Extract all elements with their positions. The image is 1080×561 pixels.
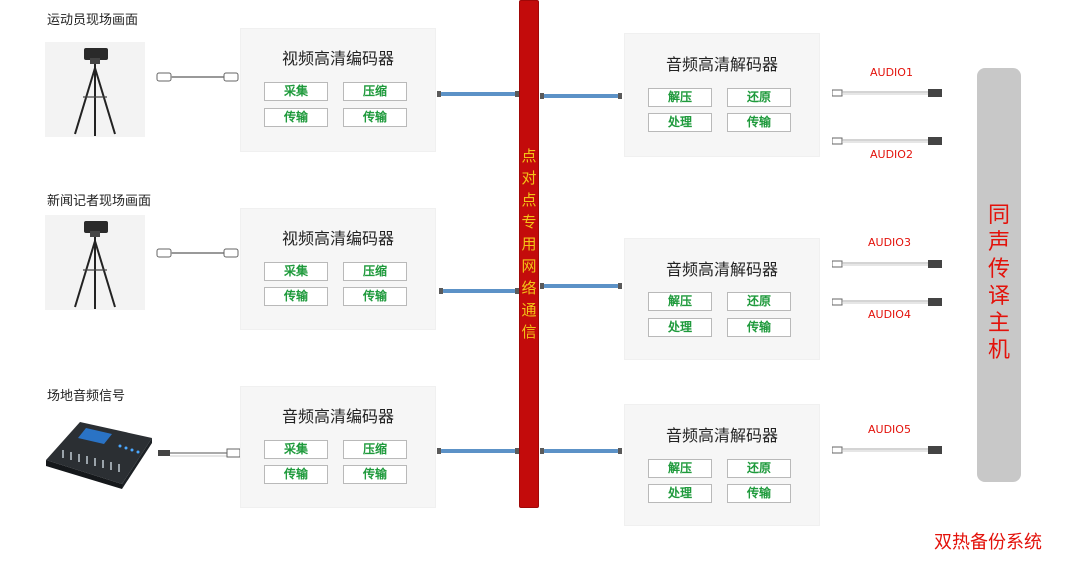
encoder-button-compress[interactable]: 压缩 xyxy=(343,262,407,281)
encoder-network-link xyxy=(437,91,519,97)
audio-mixer-icon xyxy=(42,410,154,490)
encoder-button-compress[interactable]: 压缩 xyxy=(343,82,407,101)
network-decoder-link xyxy=(540,93,622,99)
footer-label: 双热备份系统 xyxy=(934,532,1042,553)
decoder-button-decompress[interactable]: 解压 xyxy=(648,88,712,107)
source-cable-icon xyxy=(156,69,239,83)
source-label-athlete: 运动员现场画面 xyxy=(47,13,139,28)
decoder-button-transmit[interactable]: 传输 xyxy=(727,113,791,132)
encoder-network-link xyxy=(439,288,519,294)
encoder-button-transmit[interactable]: 传输 xyxy=(264,465,328,484)
decoder-button-decompress[interactable]: 解压 xyxy=(648,292,712,311)
encoder-button-transmit[interactable]: 传输 xyxy=(264,287,328,306)
network-label: 点 对 点 专 用 网 络 通 信 xyxy=(521,147,537,341)
audio-output-label: AUDIO1 xyxy=(870,66,913,79)
audio-cable-icon xyxy=(831,254,944,268)
encoder-button-transmit[interactable]: 传输 xyxy=(343,287,407,306)
encoder-button-capture[interactable]: 采集 xyxy=(264,262,328,281)
audio-cable-icon xyxy=(831,292,944,306)
audio-output-label: AUDIO2 xyxy=(870,148,913,161)
decoder-button-process[interactable]: 处理 xyxy=(648,318,712,337)
audio-output-label: AUDIO3 xyxy=(868,236,911,249)
camera-tripod-icon xyxy=(45,42,145,137)
decoder-title: 音频高清解码器 xyxy=(665,260,778,279)
interpretation-host: 同 声 传 译 主 机 xyxy=(977,68,1021,482)
source-cable-icon xyxy=(156,245,239,259)
video-encoder-box: 视频高清编码器 采集 压缩 传输 传输 xyxy=(240,208,436,330)
audio-decoder-box: 音频高清解码器 解压 还原 处理 传输 xyxy=(624,33,820,157)
encoder-button-capture[interactable]: 采集 xyxy=(264,82,328,101)
decoder-button-transmit[interactable]: 传输 xyxy=(727,484,791,503)
network-decoder-link xyxy=(540,448,622,454)
audio-decoder-box: 音频高清解码器 解压 还原 处理 传输 xyxy=(624,404,820,526)
audio-cable-icon xyxy=(831,440,944,454)
network-bar: 点 对 点 专 用 网 络 通 信 xyxy=(519,0,539,508)
encoder-title: 视频高清编码器 xyxy=(281,229,394,248)
decoder-button-process[interactable]: 处理 xyxy=(648,113,712,132)
decoder-button-restore[interactable]: 还原 xyxy=(727,292,791,311)
camera-tripod-icon xyxy=(45,215,145,310)
encoder-button-capture[interactable]: 采集 xyxy=(264,440,328,459)
network-decoder-link xyxy=(540,283,622,289)
encoder-button-transmit[interactable]: 传输 xyxy=(343,465,407,484)
audio-output-label: AUDIO4 xyxy=(868,308,911,321)
decoder-button-process[interactable]: 处理 xyxy=(648,484,712,503)
decoder-button-restore[interactable]: 还原 xyxy=(727,88,791,107)
encoder-title: 视频高清编码器 xyxy=(281,49,394,68)
encoder-button-compress[interactable]: 压缩 xyxy=(343,440,407,459)
audio-cable-icon xyxy=(831,131,944,145)
video-encoder-box: 视频高清编码器 采集 压缩 传输 传输 xyxy=(240,28,436,152)
audio-cable-icon xyxy=(831,83,944,97)
decoder-button-restore[interactable]: 还原 xyxy=(727,459,791,478)
host-label: 同 声 传 译 主 机 xyxy=(987,203,1010,363)
source-label-reporter: 新闻记者现场画面 xyxy=(47,194,152,209)
decoder-title: 音频高清解码器 xyxy=(665,55,778,74)
decoder-button-decompress[interactable]: 解压 xyxy=(648,459,712,478)
decoder-button-transmit[interactable]: 传输 xyxy=(727,318,791,337)
encoder-button-transmit[interactable]: 传输 xyxy=(343,108,407,127)
encoder-button-transmit[interactable]: 传输 xyxy=(264,108,328,127)
audio-output-label: AUDIO5 xyxy=(868,423,911,436)
audio-encoder-box: 音频高清编码器 采集 压缩 传输 传输 xyxy=(240,386,436,508)
source-label-venue-audio: 场地音频信号 xyxy=(47,389,126,404)
audio-decoder-box: 音频高清解码器 解压 还原 处理 传输 xyxy=(624,238,820,360)
encoder-network-link xyxy=(437,448,519,454)
encoder-title: 音频高清编码器 xyxy=(281,407,394,426)
source-cable-icon xyxy=(157,445,241,459)
decoder-title: 音频高清解码器 xyxy=(665,426,778,445)
